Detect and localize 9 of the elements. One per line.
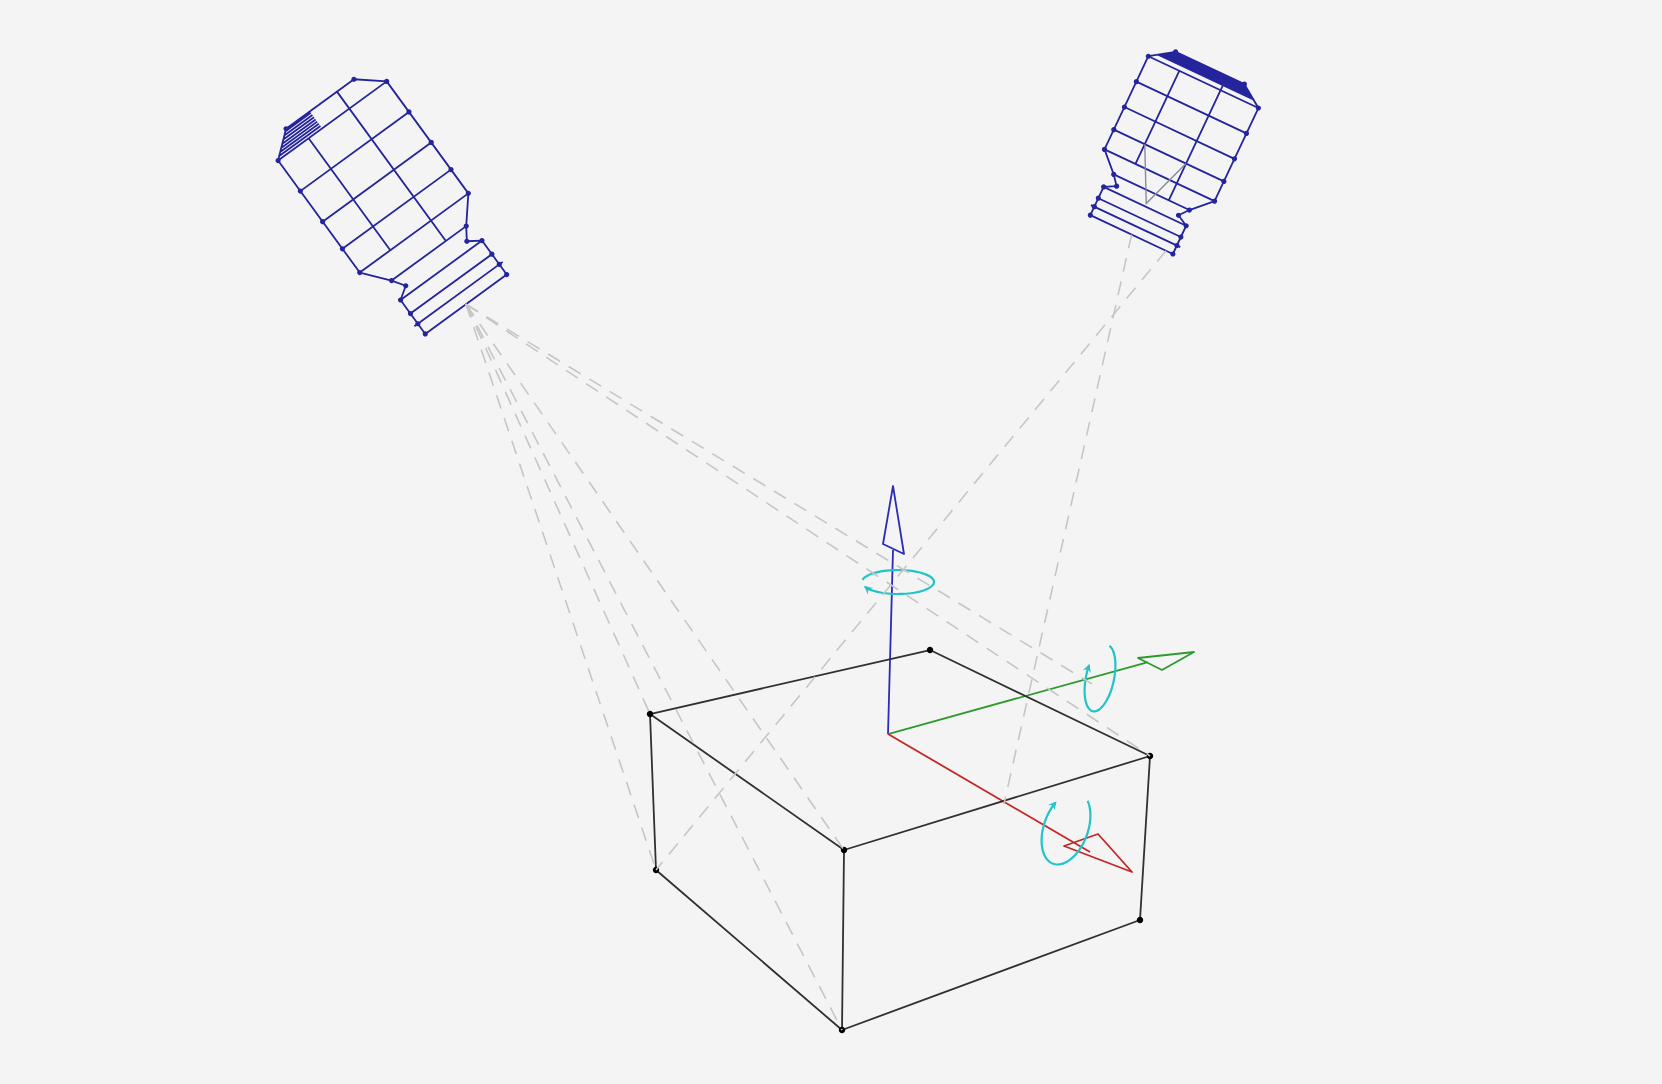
projection-line	[465, 303, 845, 851]
projection-line	[465, 303, 843, 1031]
projection-line	[465, 303, 1151, 757]
wireframe-box	[646, 646, 1154, 1034]
camera-wireframe	[1087, 49, 1261, 257]
projection-line	[655, 249, 1167, 871]
projection-line	[465, 303, 1093, 685]
camera-wireframe	[275, 76, 510, 337]
projection-line	[1003, 233, 1133, 805]
